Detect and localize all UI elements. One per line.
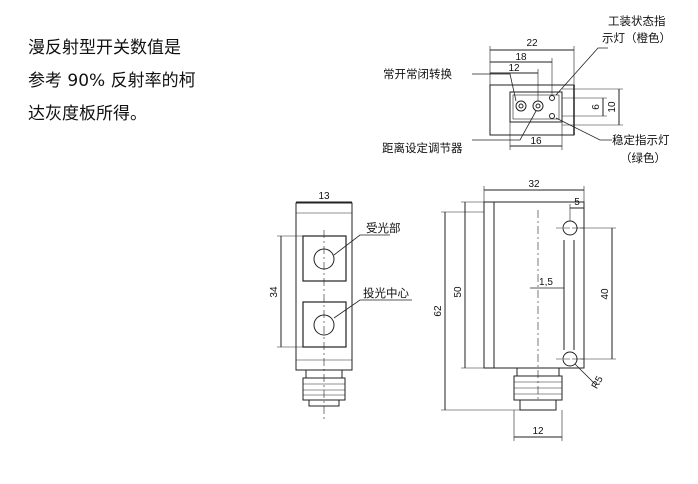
label-work-status-2: 示灯（橙色） [602,31,671,45]
dim-12-top: 12 [508,63,520,74]
dim-22: 22 [526,38,538,49]
label-stable-1: 稳定指示灯 [612,133,670,147]
stable-led [549,113,555,119]
dim-34: 34 [269,286,280,298]
label-no-nc-switch: 常开常闭转换 [383,67,452,81]
note-line-1: 漫反射型开关数值是 [28,38,181,58]
dim-18: 18 [515,52,527,63]
emitter-window [302,301,347,348]
dim-32: 32 [528,179,540,190]
label-emitter: 投光中心 [363,286,409,300]
label-distance-adjust: 距离设定调节器 [382,141,463,155]
receiver-window [302,235,347,282]
dim-12-bottom: 12 [532,426,544,437]
dim-16: 16 [530,136,542,147]
note-line-3: 达灰度板所得。 [28,104,147,124]
dim-6: 6 [591,104,602,110]
label-work-status-1: 工装状态指 [608,14,666,28]
label-receiver: 受光部 [366,221,401,235]
dim-r5: R5 [590,374,606,391]
dim-10: 10 [607,101,618,113]
top-view-panel [509,91,563,123]
dim-1-5: 1,5 [539,277,553,288]
work-status-led [549,95,555,101]
dim-50: 50 [453,286,464,298]
dim-13: 13 [318,191,330,202]
side-view [277,201,412,420]
distance-knob [532,100,544,112]
front-view-body [483,201,585,369]
note-line-2: 参考 90% 反射率的柯 [28,71,196,91]
dim-5: 5 [574,197,580,208]
dim-40: 40 [600,288,611,300]
top-view [472,46,623,150]
description-note: 漫反射型开关数值是 参考 90% 反射率的柯 达灰度板所得。 [28,32,228,131]
dim-62: 62 [433,305,444,317]
no-nc-switch-knob [515,100,527,112]
front-view [441,186,616,441]
label-stable-2: （绿色） [620,151,666,165]
